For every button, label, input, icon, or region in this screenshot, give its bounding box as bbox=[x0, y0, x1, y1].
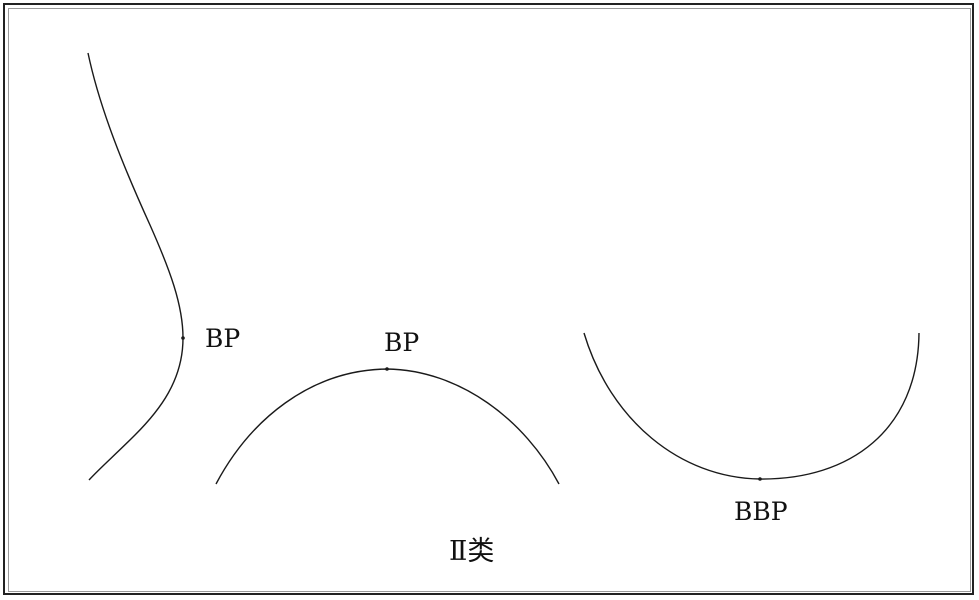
middle-curve-point bbox=[385, 367, 389, 371]
middle-curve bbox=[215, 368, 560, 485]
right-curve-point bbox=[758, 477, 762, 481]
inner-frame bbox=[8, 8, 971, 592]
left-curve-label: BP bbox=[205, 324, 241, 353]
right-curve-label: BBP bbox=[734, 497, 788, 526]
right-curve bbox=[583, 332, 920, 480]
left-curve-point bbox=[181, 336, 185, 340]
left-curve bbox=[87, 52, 184, 481]
diagram-caption: Ⅱ类 bbox=[449, 536, 495, 567]
outer-frame bbox=[3, 3, 974, 595]
middle-curve-label: BP bbox=[384, 328, 420, 357]
